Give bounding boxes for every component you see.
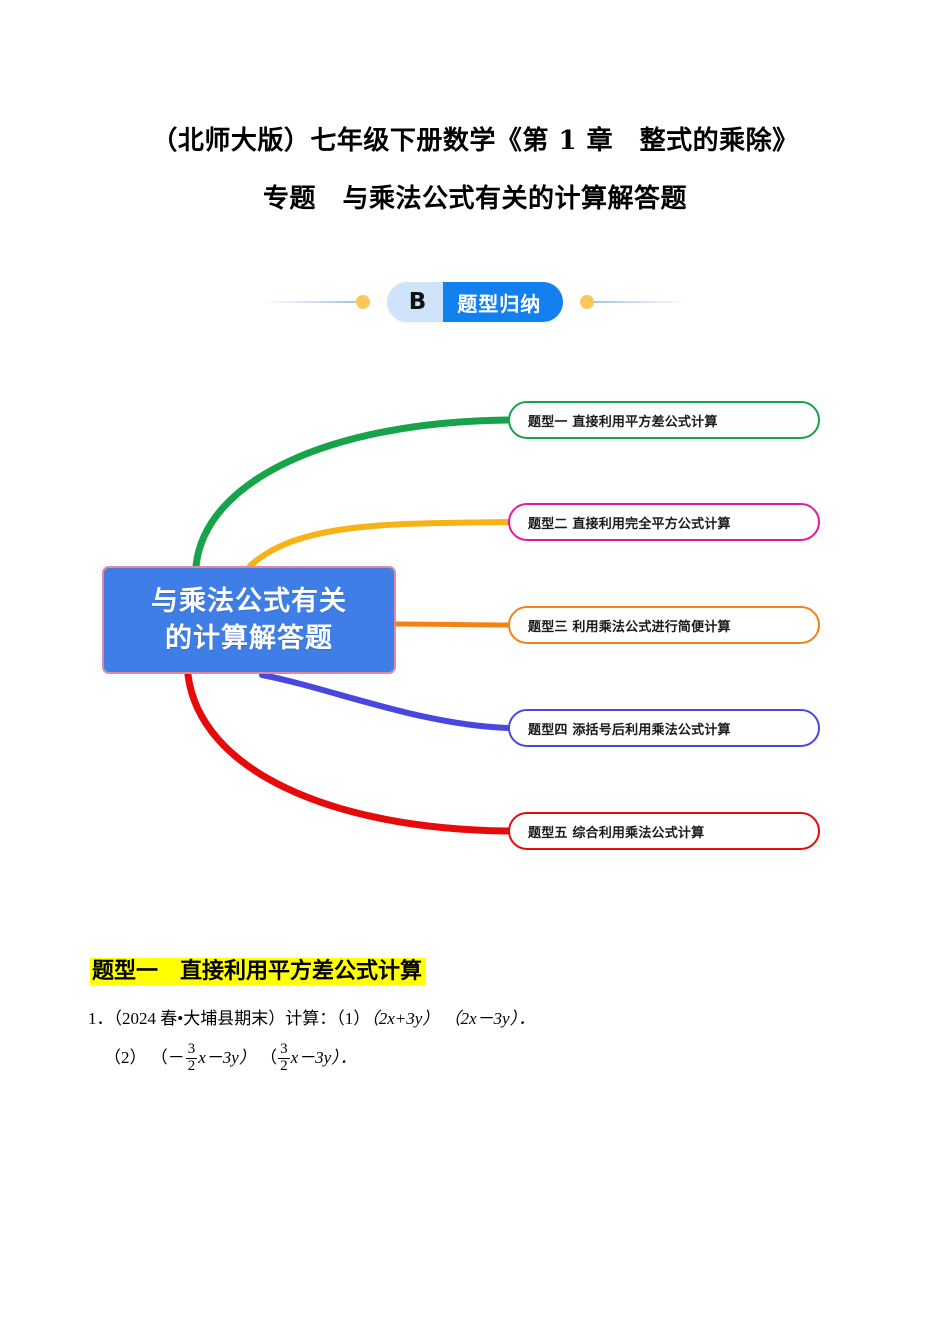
problem-1-line-1: 1．（2024 春•大埔县期末）计算：（1）（2x+3y） （2x－3y）．: [88, 1003, 878, 1034]
problem-list: 1．（2024 春•大埔县期末）计算：（1）（2x+3y） （2x－3y）． （…: [88, 1003, 878, 1082]
page-title: （北师大版）七年级下册数学《第 1 章 整式的乘除》 专题 与乘法公式有关的计算…: [0, 112, 950, 228]
problem-1-part1-label: （1）: [336, 1009, 371, 1028]
center-line-2: 的计算解答题: [165, 623, 333, 654]
badge-dot-left-icon: [355, 295, 370, 309]
mindmap-branch-1-label: 题型一 直接利用平方差公式计算: [528, 414, 718, 430]
section-badge-row: B 题型归纳: [0, 278, 950, 326]
problem-1-after-fraction-1: x－3y）: [198, 1048, 256, 1067]
problem-1-part1-expr-b: （2x－3y）．: [443, 1009, 536, 1028]
mindmap-branch-4[interactable]: 题型四 添括号后利用乘法公式计算: [508, 709, 820, 747]
fraction-1-numerator: 3: [187, 1040, 196, 1057]
mindmap-center-label: 与乘法公式有关 的计算解答题: [151, 583, 347, 657]
mindmap-branch-4-label: 题型四 添括号后利用乘法公式计算: [528, 722, 731, 738]
mindmap-branch-5-label: 题型五 综合利用乘法公式计算: [528, 825, 705, 841]
fraction-2-denominator: 2: [278, 1057, 290, 1074]
section-badge: B 题型归纳: [386, 282, 564, 322]
title-line-1: （北师大版）七年级下册数学《第 1 章 整式的乘除》: [151, 126, 799, 156]
mindmap-branch-2[interactable]: 题型二 直接利用完全平方公式计算: [508, 503, 820, 541]
badge-rule-left: [260, 301, 356, 303]
badge-dot-right-icon: [580, 295, 595, 309]
mindmap-branch-5[interactable]: 题型五 综合利用乘法公式计算: [508, 812, 820, 850]
mindmap: 与乘法公式有关 的计算解答题 题型一 直接利用平方差公式计算 题型二 直接利用完…: [0, 370, 950, 880]
mindmap-connectors: [184, 416, 512, 835]
problem-1-number: 1．: [88, 1009, 114, 1028]
center-line-1: 与乘法公式有关: [151, 586, 347, 617]
problem-1-stem: 计算：: [285, 1009, 337, 1028]
fraction-2-numerator: 3: [280, 1040, 288, 1057]
badge-rule-right: [594, 301, 690, 303]
problem-1-part2-open-1: （－: [150, 1048, 185, 1067]
problem-1-part1-expr-a: （2x+3y）: [370, 1009, 440, 1028]
mindmap-branch-2-label: 题型二 直接利用完全平方公式计算: [528, 516, 731, 532]
section-heading-label: 题型一 直接利用平方差公式计算: [90, 958, 427, 985]
problem-1-source: （2024 春•大埔县期末）: [113, 1009, 286, 1028]
badge-label: 题型归纳: [443, 282, 564, 322]
badge-letter: B: [386, 282, 444, 322]
mindmap-branch-1[interactable]: 题型一 直接利用平方差公式计算: [508, 401, 820, 439]
section-heading: 题型一 直接利用平方差公式计算: [90, 955, 427, 989]
problem-1-part2-label: （2）: [104, 1048, 147, 1067]
fraction-1-denominator: 2: [185, 1057, 198, 1074]
problem-1-after-fraction-2: x－3y）．: [290, 1048, 357, 1067]
mindmap-branch-3-label: 题型三 利用乘法公式进行简便计算: [528, 619, 731, 635]
mindmap-branch-3[interactable]: 题型三 利用乘法公式进行简便计算: [508, 606, 820, 644]
problem-1-part2-open-2: （: [260, 1048, 278, 1067]
mindmap-center-node: 与乘法公式有关 的计算解答题: [102, 566, 396, 674]
title-line-2: 专题 与乘法公式有关的计算解答题: [262, 184, 687, 214]
